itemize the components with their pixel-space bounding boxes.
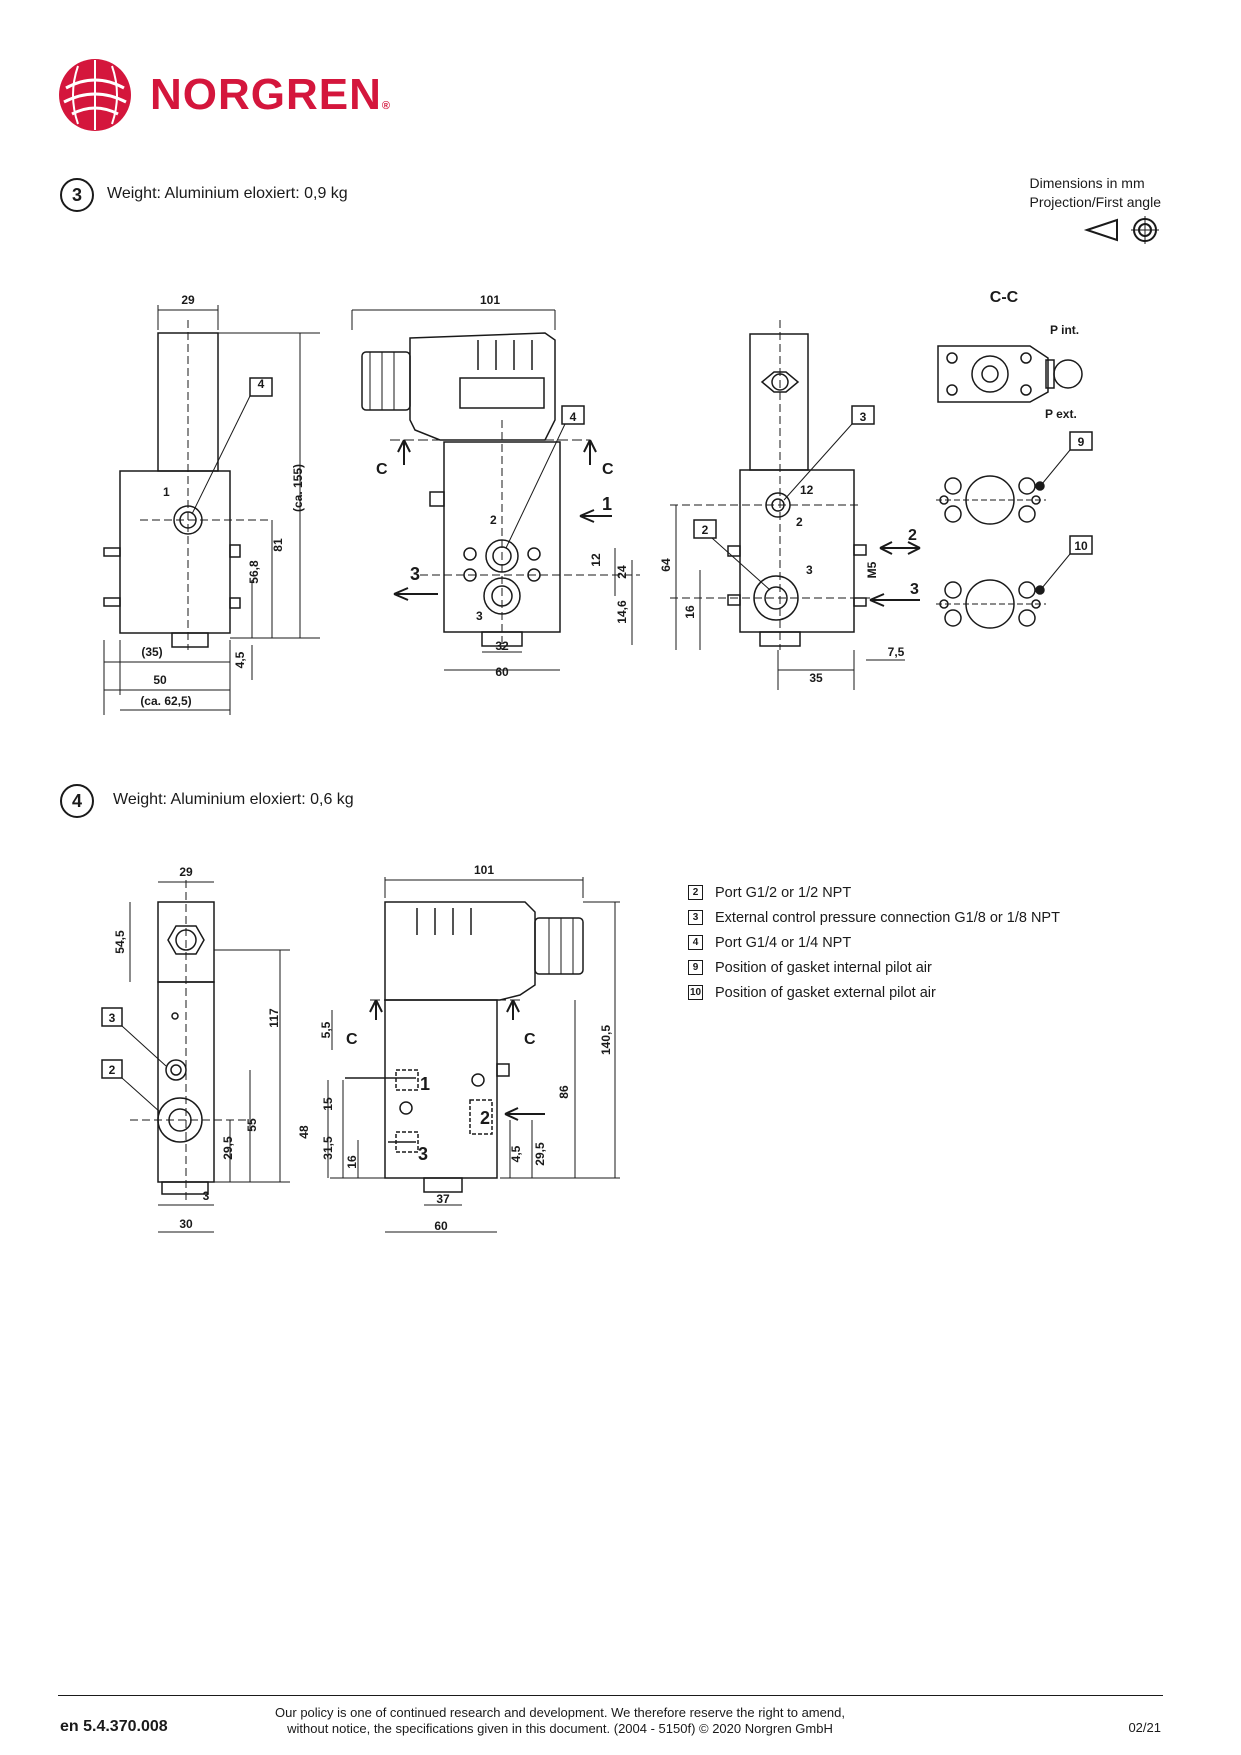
svg-text:31,5: 31,5 — [321, 1136, 335, 1160]
footer-policy: Our policy is one of continued research … — [275, 1705, 845, 1736]
svg-text:C: C — [524, 1031, 536, 1048]
svg-text:10: 10 — [1074, 539, 1088, 553]
svg-text:56,8: 56,8 — [247, 560, 261, 584]
svg-text:14,6: 14,6 — [615, 600, 629, 624]
svg-text:2: 2 — [702, 523, 709, 537]
norgren-logo-icon — [58, 58, 132, 137]
svg-text:60: 60 — [434, 1219, 448, 1233]
svg-text:(ca. 155): (ca. 155) — [291, 464, 305, 512]
svg-text:C: C — [346, 1031, 358, 1048]
svg-text:1: 1 — [602, 494, 612, 514]
section-weight: Weight: Aluminium eloxiert: 0,9 kg — [107, 185, 348, 202]
svg-text:P int.: P int. — [1050, 323, 1079, 337]
svg-text:3: 3 — [410, 564, 420, 584]
svg-text:(35): (35) — [141, 645, 162, 659]
svg-text:4: 4 — [570, 410, 577, 424]
svg-text:16: 16 — [345, 1155, 359, 1169]
svg-text:2: 2 — [109, 1063, 116, 1077]
brand-name: NORGREN® — [150, 70, 392, 119]
svg-text:M5: M5 — [865, 561, 879, 578]
svg-text:29,5: 29,5 — [533, 1142, 547, 1166]
svg-text:32: 32 — [495, 639, 509, 653]
svg-text:3: 3 — [418, 1144, 428, 1164]
svg-text:3: 3 — [109, 1011, 116, 1025]
svg-text:15: 15 — [321, 1097, 335, 1111]
svg-text:3: 3 — [806, 563, 813, 577]
svg-text:101: 101 — [474, 863, 494, 877]
svg-text:29: 29 — [181, 293, 195, 307]
svg-text:4: 4 — [258, 377, 265, 391]
svg-text:9: 9 — [1078, 435, 1085, 449]
svg-text:86: 86 — [557, 1085, 571, 1099]
footer-date: 02/21 — [1128, 1720, 1161, 1735]
svg-text:64: 64 — [659, 558, 673, 572]
svg-text:29,5: 29,5 — [221, 1136, 235, 1160]
svg-text:5,5: 5,5 — [319, 1021, 333, 1038]
svg-text:2: 2 — [490, 513, 497, 527]
svg-text:35: 35 — [809, 671, 823, 685]
svg-text:3: 3 — [203, 1189, 210, 1203]
gasket-external — [936, 579, 1046, 629]
svg-text:60: 60 — [495, 665, 509, 679]
svg-text:12: 12 — [800, 483, 814, 497]
svg-text:24: 24 — [615, 565, 629, 579]
section-weight: Weight: Aluminium eloxiert: 0,6 kg — [113, 791, 354, 808]
svg-text:16: 16 — [683, 605, 697, 619]
svg-text:1: 1 — [420, 1074, 430, 1094]
svg-text:3: 3 — [476, 609, 483, 623]
svg-text:81: 81 — [271, 538, 285, 552]
svg-text:140,5: 140,5 — [599, 1025, 613, 1055]
svg-text:50: 50 — [153, 673, 167, 687]
svg-text:C-C: C-C — [990, 289, 1019, 306]
section-number: 3 — [60, 178, 94, 212]
svg-text:4,5: 4,5 — [509, 1145, 523, 1162]
svg-text:30: 30 — [179, 1217, 193, 1231]
svg-text:1: 1 — [163, 485, 170, 499]
svg-text:C: C — [602, 461, 614, 478]
svg-text:101: 101 — [480, 293, 500, 307]
svg-text:12: 12 — [589, 553, 603, 567]
svg-text:55: 55 — [245, 1118, 259, 1132]
svg-text:P ext.: P ext. — [1045, 407, 1077, 421]
svg-text:(ca. 62,5): (ca. 62,5) — [140, 694, 191, 708]
gasket-internal — [936, 475, 1046, 525]
svg-text:54,5: 54,5 — [113, 930, 127, 954]
dimensions-note: Dimensions in mm Projection/First angle — [1029, 175, 1161, 210]
svg-text:C: C — [376, 461, 388, 478]
svg-text:4,5: 4,5 — [233, 651, 247, 668]
svg-text:29: 29 — [179, 865, 193, 879]
svg-text:3: 3 — [910, 581, 919, 598]
svg-text:48: 48 — [297, 1125, 311, 1139]
section-number: 4 — [60, 784, 94, 818]
svg-text:2: 2 — [796, 515, 803, 529]
document-code: en 5.4.370.008 — [60, 1718, 168, 1735]
svg-text:3: 3 — [860, 410, 867, 424]
svg-text:37: 37 — [436, 1192, 450, 1206]
footer-divider — [58, 1695, 1163, 1696]
svg-text:117: 117 — [267, 1008, 281, 1028]
svg-text:7,5: 7,5 — [888, 645, 905, 659]
svg-text:2: 2 — [908, 527, 917, 544]
svg-text:2: 2 — [480, 1108, 490, 1128]
first-angle-projection-icon — [1083, 216, 1161, 244]
